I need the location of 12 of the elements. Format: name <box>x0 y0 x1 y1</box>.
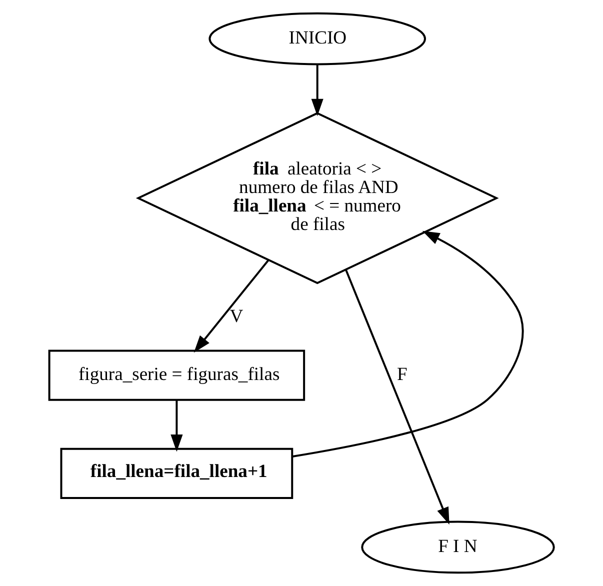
arrow <box>311 64 324 116</box>
node-ellipse: F I N <box>361 520 555 574</box>
arrow <box>292 230 524 458</box>
arrow <box>344 269 450 525</box>
node-ellipse: INICIO <box>208 12 426 66</box>
node-box: fila_llena=fila_llena+1 <box>60 448 294 499</box>
edge-label: F <box>396 364 408 386</box>
node-box: figura_serie = figuras_filas <box>48 350 306 401</box>
arrow <box>170 400 183 452</box>
edge-label: V <box>230 306 244 327</box>
node-diamond: fila aleatoria < > numero de filas AND fila_llena < = numero de filas <box>136 112 499 284</box>
arrow <box>194 259 270 353</box>
